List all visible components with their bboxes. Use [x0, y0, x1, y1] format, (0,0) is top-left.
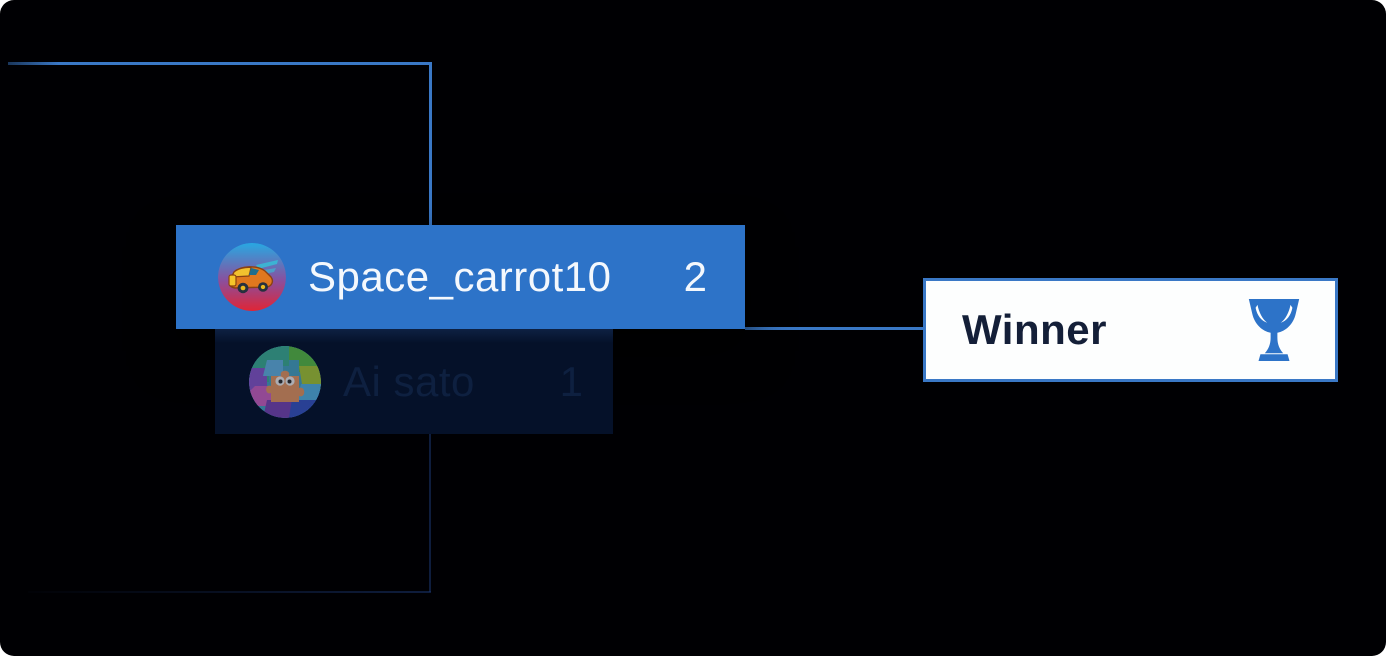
player-score: 2: [683, 253, 707, 300]
winner-label: Winner: [962, 306, 1107, 353]
connector-line-bottom-horizontal: [28, 591, 431, 593]
match-row-loser[interactable]: Ai sato 1: [215, 329, 613, 434]
winner-box: Winner: [923, 278, 1338, 382]
connector-line-top-horizontal: [8, 62, 431, 65]
player-name: Ai sato: [343, 357, 475, 405]
connector-line-top-vertical: [429, 62, 432, 225]
puzzle-avatar-icon: [249, 345, 321, 418]
player-score: 1: [559, 357, 583, 405]
avatar: [249, 345, 321, 418]
player-name: Space_carrot10: [308, 253, 612, 300]
match-row-winner[interactable]: Space_carrot10 2: [176, 225, 745, 329]
connector-line-to-winner: [745, 327, 923, 330]
avatar: [218, 243, 286, 311]
connector-line-bottom-vertical: [429, 434, 431, 592]
trophy-icon: [1247, 299, 1301, 361]
car-avatar-icon: [218, 243, 286, 311]
